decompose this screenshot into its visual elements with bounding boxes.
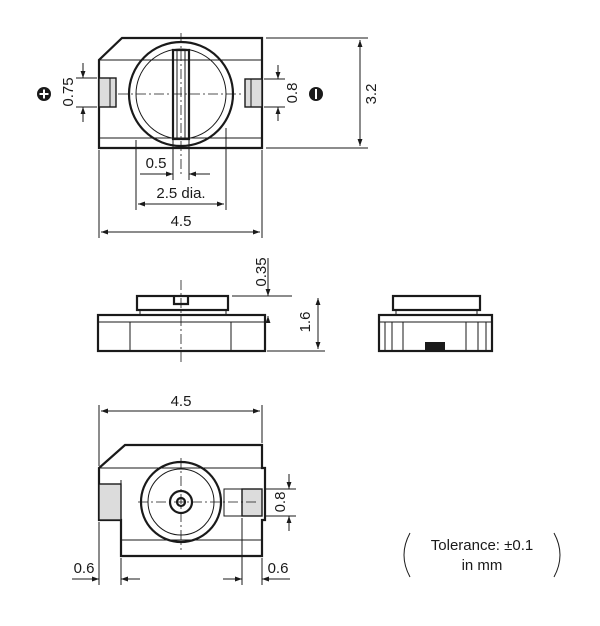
dim-left-pad: 0.6	[74, 560, 95, 577]
dim-bottom-terminal: 0.8	[272, 492, 289, 513]
side-view: 0.35 1.6	[96, 257, 325, 364]
side-view-base	[96, 313, 267, 353]
adjust-slot	[171, 48, 191, 141]
left-terminal	[98, 77, 117, 108]
dim-cap: 0.35	[253, 257, 270, 286]
end-view	[377, 294, 494, 353]
dim-width-top: 4.5	[171, 213, 192, 230]
dim-left-terminal: 0.75	[60, 77, 77, 106]
dim-width-bottom: 4.5	[171, 393, 192, 410]
bottom-view: 4.5 0.8 0.6 0.6	[72, 393, 296, 585]
dim-right-pad: 0.6	[268, 560, 289, 577]
bottom-right-pad	[241, 488, 263, 517]
dim-diameter: 2.5 dia.	[156, 185, 205, 202]
top-view-body	[97, 36, 264, 150]
right-terminal	[244, 78, 263, 108]
dim-height-side: 1.6	[297, 312, 314, 333]
minus-circle-icon	[309, 87, 323, 101]
dim-right-terminal: 0.8	[284, 83, 301, 104]
dim-slot: 0.5	[146, 155, 167, 172]
tolerance-note: Tolerance: ±0.1 in mm	[403, 532, 561, 578]
end-view-cap	[391, 294, 482, 312]
top-view: 3.2 0.75 0.8 0.5 2.5 dia	[37, 33, 380, 238]
tolerance-line-2: in mm	[462, 557, 503, 574]
tolerance-line-1: Tolerance: ±0.1	[431, 537, 533, 554]
plus-circle-icon	[37, 87, 51, 101]
bottom-left-pad	[98, 483, 122, 521]
dim-height-top: 3.2	[363, 84, 380, 105]
